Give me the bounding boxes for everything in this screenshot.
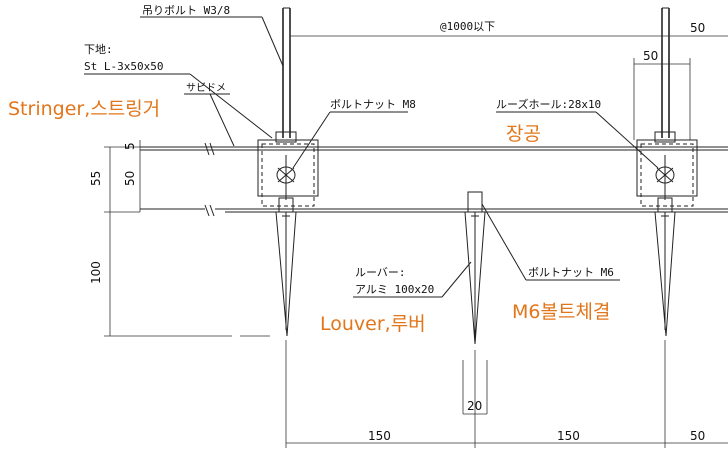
hanger-bolt-right — [661, 7, 670, 138]
stringer-annotation: Stringer,스트링거 — [8, 98, 160, 120]
loose-hole-label: ルーズホール:28x10 — [496, 97, 601, 111]
bolt-nut-m8-label: ボルトナット M8 — [330, 98, 416, 111]
bottom-dimension-150-b: 150 — [557, 429, 580, 443]
bottom-dimension-50: 50 — [690, 429, 705, 443]
spacing-dimension — [289, 10, 728, 40]
louver-title-label: ルーバー: — [355, 266, 406, 279]
bracket-right — [636, 131, 698, 207]
stringer-angle — [140, 142, 728, 217]
left-dimensions — [104, 140, 270, 337]
bracket-width-label: 50 — [643, 49, 658, 63]
m6-fastening-annotation: M6볼트체결 — [512, 301, 610, 323]
bottom-dimension-150-a: 150 — [368, 429, 391, 443]
hanger-bolt-label: 吊りボルト W3/8 — [142, 4, 230, 17]
rust-proof-label: サビドメ — [186, 82, 226, 94]
louver-fin-middle — [464, 191, 486, 345]
dimension-5: 5 — [123, 142, 137, 150]
hanger-bolt-left — [282, 7, 291, 138]
louver-fin-right — [654, 197, 676, 337]
substrate-spec-label: St L-3x50x50 — [84, 60, 163, 73]
dimension-55: 55 — [89, 171, 103, 186]
louver-annotation: Louver,루버 — [320, 313, 426, 335]
bracket-left — [257, 131, 319, 207]
bracket-width-dimension — [633, 58, 691, 140]
substrate-title-label: 下地: — [84, 43, 113, 56]
louver-spec-label: アルミ 100x20 — [355, 283, 434, 296]
top-right-dimension: 50 — [690, 21, 705, 35]
dimension-100: 100 — [89, 261, 103, 284]
louver-thickness-dimension: 20 — [467, 399, 482, 413]
louver-fin-left — [275, 197, 297, 337]
bottom-dimensions — [285, 340, 728, 448]
slot-annotation: 장공 — [506, 123, 541, 145]
leader-lines — [84, 16, 659, 298]
spacing-label: @1000以下 — [440, 20, 495, 33]
dimension-50: 50 — [123, 171, 137, 186]
bolt-nut-m6-label: ボルトナット M6 — [528, 266, 614, 279]
